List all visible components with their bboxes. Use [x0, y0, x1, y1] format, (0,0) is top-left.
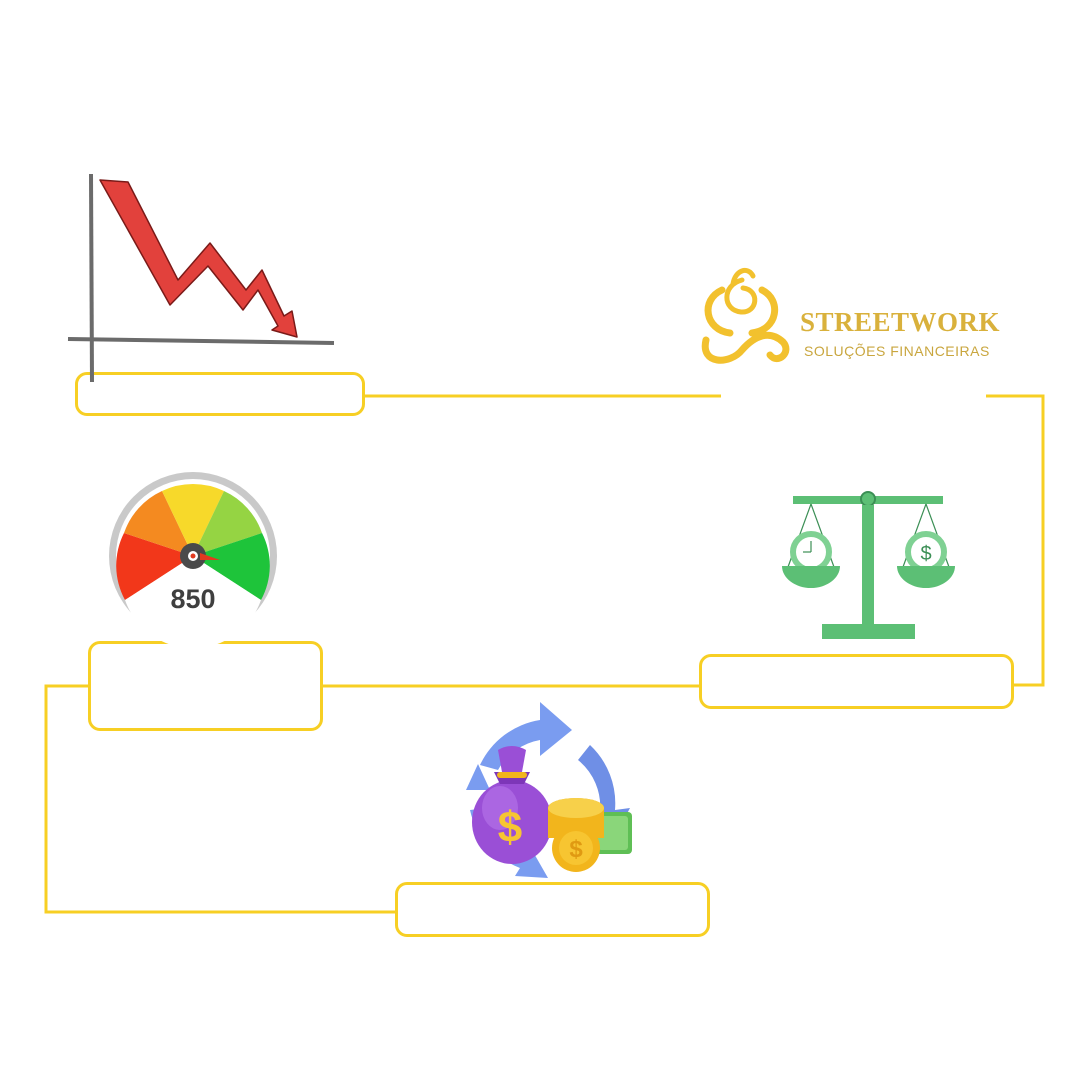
gauge-value: 850: [170, 584, 215, 614]
step-box-4: [395, 882, 710, 937]
svg-text:$: $: [920, 543, 931, 565]
connector-left: [44, 684, 398, 914]
brand-name: STREETWORK: [800, 307, 1001, 337]
brand-tagline: SOLUÇÕES FINANCEIRAS: [804, 343, 990, 359]
connector-right: [986, 394, 1045, 687]
step-box-2: [88, 641, 323, 731]
svg-text:$: $: [569, 836, 583, 863]
step-box-3: [699, 654, 1014, 709]
svg-text:$: $: [498, 803, 522, 852]
step-box-1: [75, 372, 365, 416]
